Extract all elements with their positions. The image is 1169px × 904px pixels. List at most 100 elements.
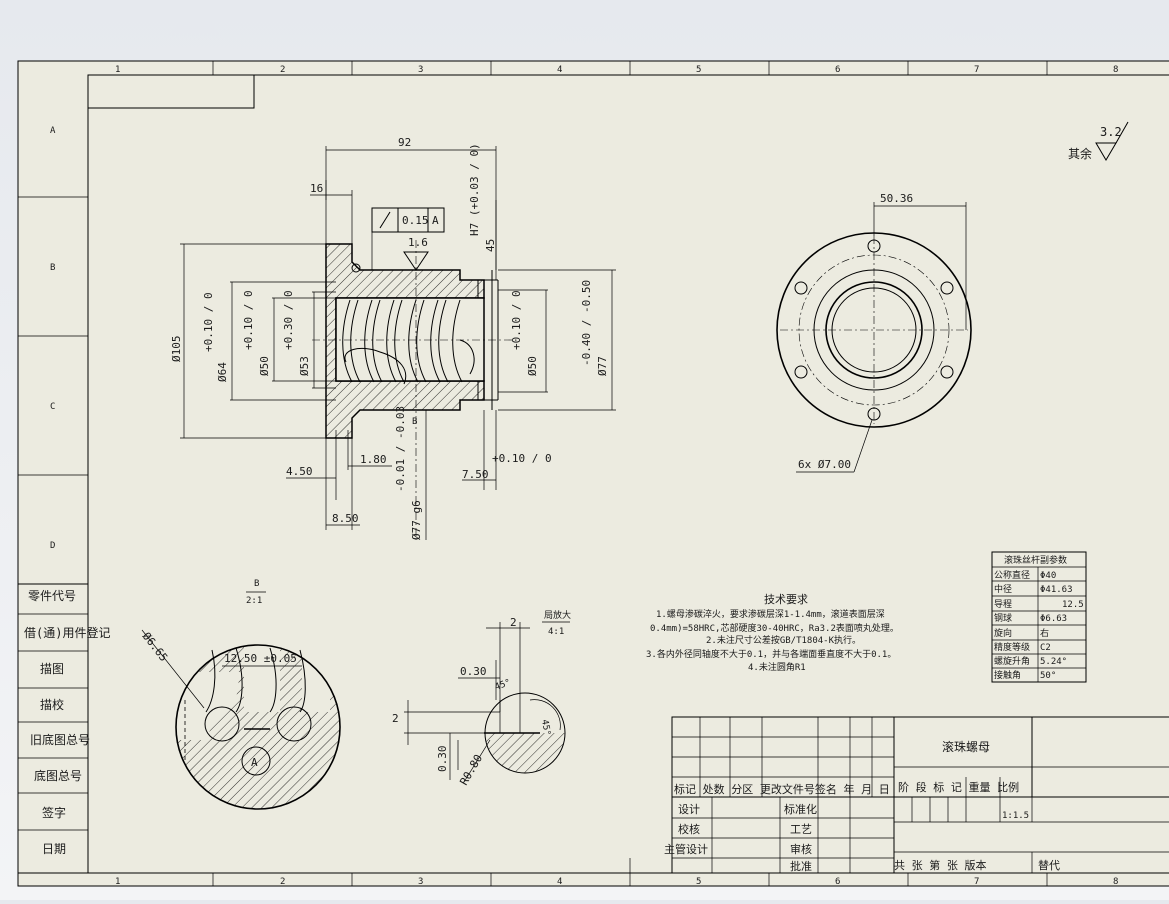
detail-label-a: A [251, 756, 258, 769]
dim-phi50a: Ø50 [258, 356, 271, 376]
mag-scale: 4:1 [548, 627, 564, 637]
section-view[interactable] [312, 240, 512, 540]
return-channel-right [459, 339, 475, 375]
zone-col-7-bottom: 7 [974, 877, 979, 887]
dim-50-36: 50.36 [880, 192, 913, 205]
zone-col-4-bottom: 4 [557, 877, 562, 887]
param-k-2: 导程 [994, 599, 1012, 610]
zone-col-2: 2 [280, 65, 285, 75]
zone-col-8-bottom: 8 [1113, 877, 1118, 887]
param-v-4: 右 [1040, 627, 1049, 639]
detail-b-circle [175, 644, 341, 810]
left-strip: 零件代号 借(通)用件登记 描图 描校 旧底图总号 底图总号 签字 日期 [18, 583, 110, 856]
tech-line-1: 1.螺母渗碳淬火，要求渗碳层深1-1.4mm，滚道表面层深 [656, 608, 885, 620]
tb-approve: 批准 [790, 859, 812, 873]
strip-trace: 描图 [40, 662, 64, 676]
zone-col-1-bottom: 1 [115, 877, 120, 887]
roughness-1-6: 1.6 [408, 236, 428, 249]
param-k-3: 钢球 [994, 612, 1012, 624]
dim-mag-0-30b: 0.30 [436, 746, 449, 773]
param-v-7: 50° [1040, 671, 1056, 681]
dim-holes: 6x Ø7.00 [798, 458, 851, 471]
section-dim-text: 92 16 H7 (+0.03 / 0) 45 Ø105 Ø64 +0.10 /… [170, 136, 609, 540]
zone-row-c: C [50, 402, 55, 412]
tb-header-row: 标记 处数 分区 更改文件号签名 年 月 日 [674, 782, 890, 796]
param-k-5: 精度等级 [994, 641, 1030, 653]
zone-row-a: A [50, 126, 56, 136]
param-v-1: Φ41.63 [1040, 585, 1073, 595]
zone-col-5: 5 [696, 65, 701, 75]
roughness-other: 3.2 其余 [1068, 121, 1129, 161]
title-block: 滚珠螺母 标记 处数 分区 更改文件号签名 年 月 日 阶 段 标 记 重量 比… [664, 716, 1169, 874]
param-v-6: 5.24° [1040, 657, 1067, 667]
dim-phi64: Ø64 [216, 362, 229, 382]
dim-h7: H7 (+0.03 / 0) [468, 143, 481, 236]
roughness-value: 3.2 [1100, 125, 1122, 139]
detail-b-label: B [254, 579, 259, 589]
tb-sheet: 共 张 第 张 版本 [894, 858, 987, 872]
dim-phi64-tol: +0.10 / 0 [202, 292, 215, 352]
zone-col-6-bottom: 6 [835, 877, 840, 887]
zone-col-2-bottom: 2 [280, 877, 285, 887]
zone-col-3-bottom: 3 [418, 877, 423, 887]
zone-row-d: D [50, 541, 55, 551]
zone-col-1: 1 [115, 65, 120, 75]
thread-coils [342, 299, 463, 383]
dim-phi53: Ø53 [298, 356, 311, 376]
param-v-5: C2 [1040, 643, 1051, 653]
tb-check: 校核 [678, 822, 700, 836]
dim-phi53-tol: +0.30 / 0 [282, 290, 295, 350]
dim-phi105: Ø105 [170, 336, 183, 363]
section-mark-b: B [412, 417, 417, 427]
dim-phi50b: Ø50 [526, 356, 539, 376]
zone-labels: 1 2 3 4 5 6 7 8 1 2 3 4 5 6 7 8 A B C D [50, 65, 1118, 887]
param-v-0: Φ40 [1040, 571, 1056, 581]
dim-12-50: 12.50 ±0.05 [224, 652, 297, 665]
bolt-holes [794, 239, 954, 421]
tb-standard: 标准化 [784, 802, 817, 816]
strip-date: 日期 [42, 842, 66, 856]
roughness-symbol [403, 251, 429, 271]
tb-process: 工艺 [790, 823, 812, 836]
gdt-frame: 0.15 A 1.6 [371, 207, 445, 271]
return-channel [344, 347, 407, 385]
dim-7-50: 7.50 [462, 468, 489, 481]
tech-title: 技术要求 [764, 593, 808, 606]
strip-base: 底图总号 [34, 768, 82, 783]
zone-col-5-bottom: 5 [696, 877, 701, 887]
dim-phi77-g6-tol: -0.01 / -0.03 [394, 406, 407, 492]
param-title: 滚珠丝杆副参数 [1004, 554, 1067, 566]
tech-line-4: 3.各内外径同轴度不大于0.1，并与各端面垂直度不大于0.1。 [646, 648, 896, 660]
dim-7-50-tol: +0.10 / 0 [492, 452, 552, 465]
zone-col-7: 7 [974, 65, 979, 75]
param-k-7: 接触角 [994, 669, 1021, 681]
tb-scale: 1:1.5 [1002, 811, 1029, 821]
tech-line-2: 0.4mm)=58HRC,芯部硬度30-40HRC，Ra3.2表面喷丸处理。 [650, 622, 899, 634]
dim-phi50b-tol: +0.10 / 0 [510, 290, 523, 350]
dim-phi77: Ø77 [596, 356, 609, 376]
zone-row-b: B [50, 263, 55, 273]
strip-trace-check: 描校 [40, 697, 64, 712]
dim-phi50a-tol: +0.10 / 0 [242, 290, 255, 350]
end-view[interactable]: 50.36 6x Ø7.00 [776, 192, 972, 473]
tb-main-design: 主管设计 [664, 842, 708, 856]
tb-review: 审核 [790, 842, 812, 856]
dim-phi77-tol: -0.40 / -0.50 [580, 280, 593, 366]
dim-mag-2-side: 2 [392, 712, 399, 725]
dim-45: 45 [484, 239, 497, 252]
param-k-4: 旋向 [994, 627, 1012, 639]
param-k-0: 公称直径 [994, 569, 1030, 581]
gdt-datum: A [432, 214, 439, 227]
dim-phi77-g6: Ø77 g6 [410, 500, 423, 540]
strip-borrowed: 借(通)用件登记 [24, 625, 110, 640]
dim-16: 16 [310, 182, 323, 195]
tb-header-right: 阶 段 标 记 重量 比例 [898, 780, 1019, 794]
zone-col-3: 3 [418, 65, 423, 75]
param-k-1: 中径 [994, 583, 1012, 595]
strip-old-base: 旧底图总号 [30, 732, 90, 747]
dim-mag-2-top: 2 [510, 616, 517, 629]
dim-mag-0-30a: 0.30 [460, 665, 487, 678]
tb-design: 设计 [678, 803, 700, 816]
